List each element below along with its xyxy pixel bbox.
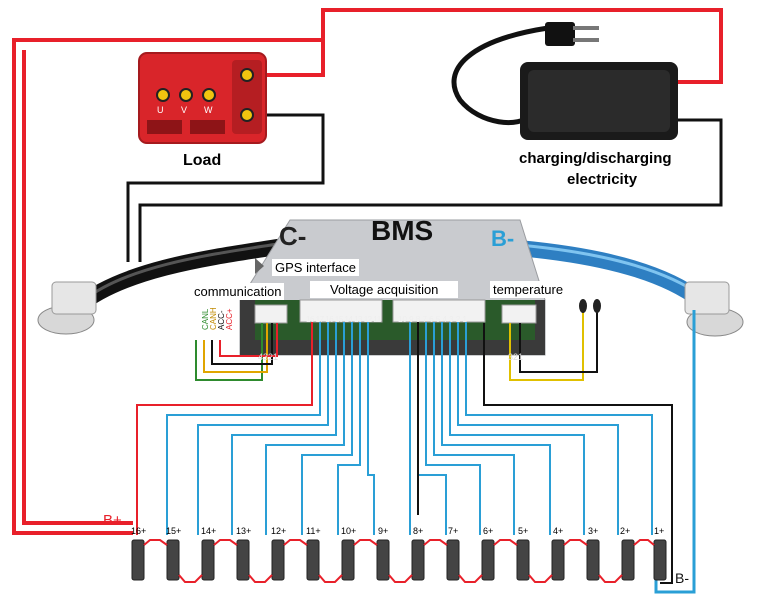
load-port-u: U [157, 105, 164, 115]
cell-label: 11+ [306, 526, 321, 536]
cell-label: 6+ [483, 526, 494, 536]
charger-label-line2: electricity [567, 171, 638, 188]
red-charger-wire [321, 8, 723, 84]
c-minus-cable-hl [83, 240, 291, 302]
battery-cells [131, 539, 667, 581]
cell-label: 2+ [620, 526, 631, 536]
b-minus-blue-wire [654, 310, 696, 594]
voltage-pins-left: 16 17 16 15 14 13 12 11 [306, 315, 381, 324]
c-minus-label: C- [279, 221, 307, 251]
b-minus-sense-wire [483, 323, 673, 584]
cell-label: 14+ [201, 526, 217, 536]
bms-title: BMS [371, 215, 434, 246]
cell-label: 12+ [271, 526, 287, 536]
charger-device [451, 22, 678, 140]
cell-label: 15+ [166, 526, 182, 536]
b-minus-bottom-label: B- [675, 570, 689, 586]
cell-label: 10+ [341, 526, 357, 536]
canl-label: CANL [201, 308, 210, 330]
cell-label: 8+ [413, 526, 424, 536]
temperature-label: temperature [490, 281, 567, 298]
load-port-v: V [181, 105, 188, 115]
red-main-wire [12, 38, 325, 535]
voltage-acquisition-label: Voltage acquisition [310, 281, 459, 298]
temp-pins: 321 [508, 352, 524, 362]
charger-label-line1: charging/discharging [519, 150, 672, 167]
communication-label: communication [191, 283, 285, 300]
red-main-wire-inner [22, 50, 133, 525]
black-load-wire [126, 113, 325, 262]
b-minus-top-label: B- [491, 226, 515, 251]
cell-label: 7+ [448, 526, 459, 536]
load-device [138, 52, 267, 144]
b-plus-label: B+ [103, 512, 122, 529]
voltage-pins-right: 10 9 8 7 6 5 4 3 2 1 [398, 315, 467, 324]
sense-wires [166, 322, 653, 535]
cell-label: 9+ [378, 526, 389, 536]
cell-links [143, 539, 655, 583]
c-minus-terminal [37, 281, 97, 335]
b-minus-terminal [684, 281, 744, 337]
cell-label: 5+ [518, 526, 529, 536]
gps-interface-label: GPS interface [272, 259, 359, 276]
comm-pins: 4321 [258, 352, 279, 362]
cell-label: 13+ [236, 526, 252, 536]
load-label: Load [183, 152, 222, 169]
cell-label: 16+ [131, 526, 147, 536]
cell-label: 1+ [654, 526, 665, 536]
gps-arrow-icon [255, 258, 264, 274]
c-minus-cable [75, 237, 292, 312]
black-charger-wire [138, 118, 723, 262]
cell-label: 4+ [553, 526, 564, 536]
load-port-w: W [204, 105, 213, 115]
cell-label: 3+ [588, 526, 599, 536]
